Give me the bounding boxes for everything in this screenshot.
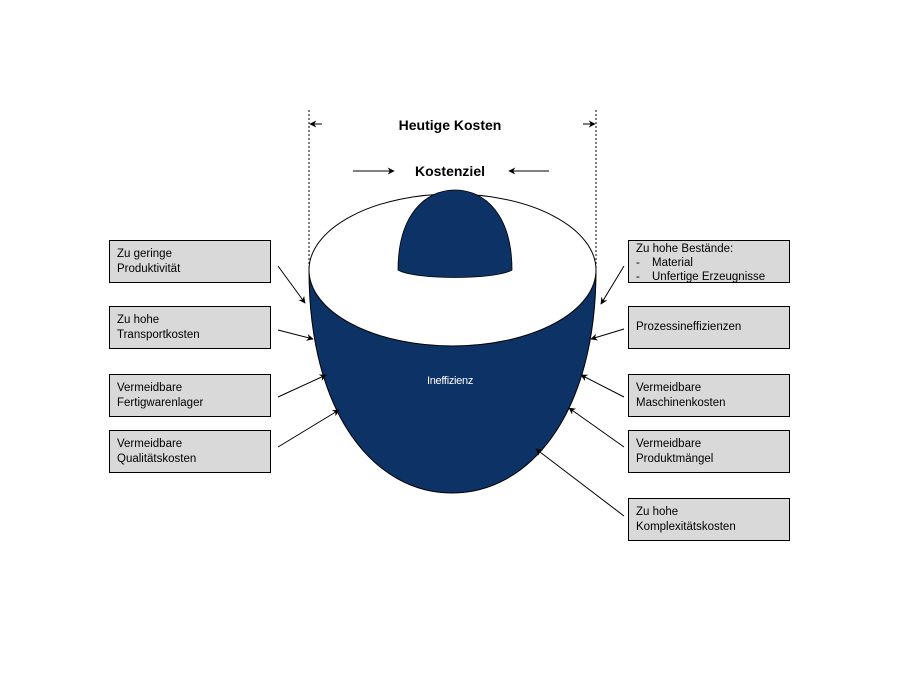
inefficiency-label: Ineffizienz bbox=[426, 375, 474, 387]
cause-box-quality-costs: Vermeidbare Qualitätskosten bbox=[109, 430, 271, 473]
cause-text: Zu hohe Bestände: bbox=[636, 243, 734, 255]
cause-text: Vermeidbare bbox=[636, 438, 702, 450]
cause-box-product-defects: Vermeidbare Produktmängel bbox=[628, 430, 790, 473]
cause-box-complexity-costs: Zu hohe Komplexitätskosten bbox=[628, 498, 790, 541]
current-costs-title: Heutige Kosten bbox=[398, 117, 502, 133]
cause-bullet-text: Material bbox=[652, 257, 693, 269]
cause-box-high-inventory: Zu hohe Bestände: -Material -Unfertige E… bbox=[628, 240, 790, 283]
cause-text: Prozessineffizienzen bbox=[636, 321, 742, 333]
cause-text: Maschinenkosten bbox=[636, 397, 726, 409]
cause-text: Fertigwarenlager bbox=[117, 397, 204, 409]
cause-text: Zu hohe bbox=[636, 506, 679, 518]
arrow-low-productivity bbox=[277, 265, 306, 304]
cause-text: Qualitätskosten bbox=[117, 453, 197, 465]
cause-box-low-productivity: Zu geringe Produktivität bbox=[109, 240, 271, 283]
cost-target-title: Kostenziel bbox=[414, 163, 485, 179]
cause-text: Vermeidbare bbox=[117, 438, 183, 450]
cause-text: Produktmängel bbox=[636, 453, 714, 465]
arrow-complexity-costs bbox=[535, 448, 625, 517]
arrow-finished-goods-stock bbox=[277, 374, 327, 398]
cause-bullet: -Unfertige Erzeugnisse bbox=[636, 271, 766, 283]
cause-text: Transportkosten bbox=[117, 329, 200, 341]
cause-text: Vermeidbare bbox=[636, 382, 702, 394]
cause-box-process-inefficiency: Prozessineffizienzen bbox=[628, 306, 790, 349]
cause-text: Produktivität bbox=[117, 263, 181, 275]
arrow-high-inventory bbox=[600, 265, 625, 305]
arrow-quality-costs bbox=[277, 409, 340, 448]
cause-text: Komplexitätskosten bbox=[636, 521, 736, 533]
cost-target-dome bbox=[397, 189, 513, 278]
cause-bullet-text: Unfertige Erzeugnisse bbox=[652, 271, 766, 283]
cause-text: Zu geringe bbox=[117, 248, 172, 260]
cause-text: Zu hohe bbox=[117, 314, 160, 326]
arrow-product-defects bbox=[568, 407, 625, 448]
arrow-transport-costs bbox=[277, 329, 314, 341]
cause-box-machine-costs: Vermeidbare Maschinenkosten bbox=[628, 374, 790, 417]
cause-box-finished-goods-stock: Vermeidbare Fertigwarenlager bbox=[109, 374, 271, 417]
cause-bullet: -Material bbox=[636, 257, 693, 269]
cause-text: Vermeidbare bbox=[117, 382, 183, 394]
arrow-machine-costs bbox=[580, 374, 625, 398]
cause-box-transport-costs: Zu hohe Transportkosten bbox=[109, 306, 271, 349]
arrow-process-inefficiency bbox=[590, 328, 625, 341]
